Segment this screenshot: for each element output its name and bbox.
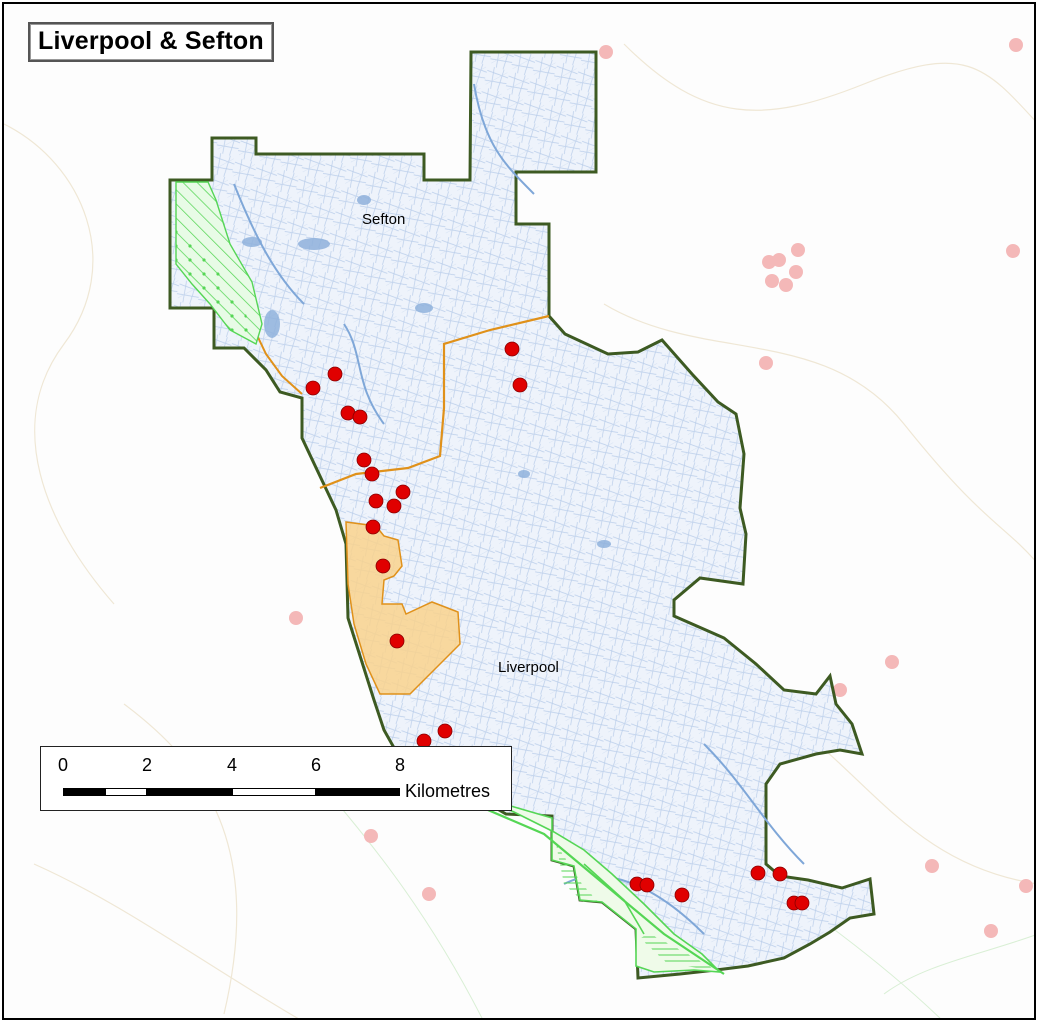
faded-site-marker	[364, 829, 378, 843]
faded-site-marker	[984, 924, 998, 938]
site-marker[interactable]	[375, 558, 391, 574]
site-marker[interactable]	[395, 484, 411, 500]
map-title: Liverpool & Sefton	[28, 22, 274, 62]
site-marker[interactable]	[437, 723, 453, 739]
scale-tick-label: 8	[394, 755, 406, 775]
site-markers	[305, 341, 810, 911]
site-marker[interactable]	[750, 865, 766, 881]
scale-tick-label: 6	[310, 755, 322, 775]
study-area-boundary[interactable]	[168, 50, 876, 980]
faded-site-marker	[1009, 38, 1023, 52]
scale-segment	[232, 788, 316, 796]
site-marker[interactable]	[639, 877, 655, 893]
scale-bar: 0 2 4 6 8 Kilometres	[40, 746, 512, 811]
water-features	[242, 195, 611, 548]
faded-site-marker	[791, 243, 805, 257]
scale-segment	[147, 788, 232, 796]
area-label-liverpool: Liverpool	[498, 659, 559, 676]
site-marker[interactable]	[674, 887, 690, 903]
coastal-green-zone-south	[471, 793, 725, 975]
faded-site-marker	[885, 655, 899, 669]
faded-site-marker	[422, 887, 436, 901]
faded-site-marker	[1019, 879, 1033, 893]
faded-site-marker	[289, 611, 303, 625]
scale-segment	[63, 788, 105, 796]
coastal-green-zone-north	[175, 181, 263, 346]
scale-tick-label: 2	[141, 755, 153, 775]
faded-site-marker	[789, 265, 803, 279]
faded-site-marker	[599, 45, 613, 59]
site-marker[interactable]	[356, 452, 372, 468]
faded-site-marker	[925, 859, 939, 873]
site-marker[interactable]	[327, 366, 343, 382]
site-marker[interactable]	[365, 519, 381, 535]
site-marker[interactable]	[504, 341, 520, 357]
site-marker[interactable]	[772, 866, 788, 882]
site-marker[interactable]	[364, 466, 380, 482]
site-marker[interactable]	[368, 493, 384, 509]
scale-tick-label: 4	[226, 755, 238, 775]
faded-site-marker	[765, 274, 779, 288]
site-marker[interactable]	[386, 498, 402, 514]
scale-units-label: Kilometres	[405, 781, 491, 801]
scale-segment	[105, 788, 147, 796]
highlighted-zone	[345, 521, 461, 695]
faded-site-marker	[779, 278, 793, 292]
area-label-sefton: Sefton	[362, 211, 405, 228]
faded-site-marker	[1006, 244, 1020, 258]
site-marker[interactable]	[794, 895, 810, 911]
scale-segment	[316, 788, 400, 796]
district-boundary-line	[319, 314, 550, 490]
faded-site-marker	[759, 356, 773, 370]
faded-site-marker	[833, 683, 847, 697]
site-marker[interactable]	[352, 409, 368, 425]
site-marker[interactable]	[389, 633, 405, 649]
map-canvas[interactable]: Sefton Liverpool	[4, 4, 1036, 1020]
faded-site-markers	[289, 38, 1033, 938]
faded-site-marker	[772, 253, 786, 267]
site-marker[interactable]	[512, 377, 528, 393]
scale-tick-label: 0	[57, 755, 69, 775]
site-marker[interactable]	[305, 380, 321, 396]
